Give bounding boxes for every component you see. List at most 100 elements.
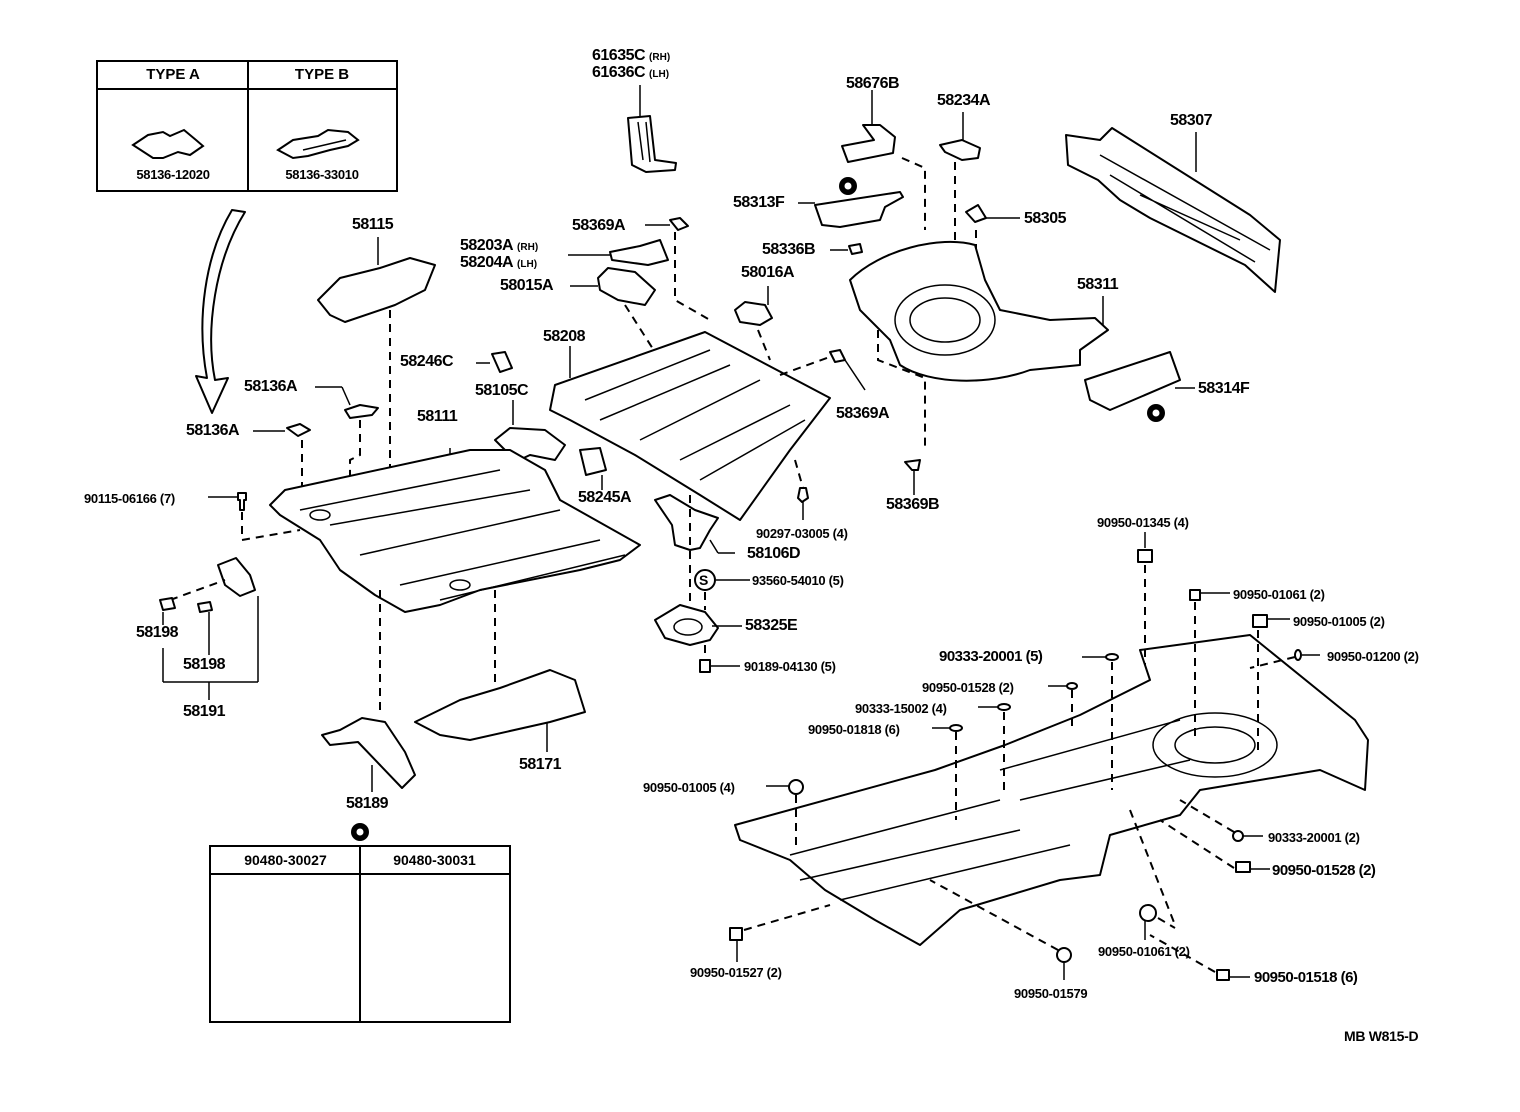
part-underbody <box>734 634 1369 946</box>
part-label-90189-04130: 90189-04130 (5) <box>744 659 836 674</box>
part-label-58115: 58115 <box>352 216 394 233</box>
table-divider <box>247 62 249 190</box>
part-label-58676b: 58676B <box>846 75 900 92</box>
part-label-58246c: 58246C <box>400 353 454 370</box>
part-58015a <box>570 267 661 361</box>
plug-2-header: 90480-30031 <box>360 847 509 875</box>
part-label-90333-15002: 90333-15002 (4) <box>855 701 947 716</box>
part-label-58311: 58311 <box>1077 276 1119 293</box>
part-label-58111: 58111 <box>417 408 458 425</box>
table-divider <box>359 847 361 1021</box>
part-90189 <box>699 659 740 673</box>
plug-table: 90480-30027 90480-30031 <box>209 845 511 1023</box>
part-58369b <box>904 459 921 495</box>
part-label-90950-01518: 90950-01518 (6) <box>1254 969 1358 986</box>
part-label-58305: 58305 <box>1024 210 1067 227</box>
part-label-58369b: 58369B <box>886 496 940 513</box>
part-label-90333-20001-2: 90333-20001 (2) <box>1268 830 1360 845</box>
part-label-58015a: 58015A <box>500 277 554 294</box>
part-label-90950-01818: 90950-01818 (6) <box>808 722 900 737</box>
part-label-58136a-2: 58136A <box>186 422 240 439</box>
part-58208 <box>549 331 836 521</box>
part-58314f <box>1084 351 1195 422</box>
part-label-58136a-1: 58136A <box>244 378 298 395</box>
part-label-90333-20001-5: 90333-20001 (5) <box>939 648 1043 665</box>
part-label-58245a: 58245A <box>578 489 632 506</box>
part-label-58208: 58208 <box>543 328 586 345</box>
part-58203a <box>568 239 669 266</box>
part-58369a-right <box>829 349 866 391</box>
part-label-90297-03005: 90297-03005 (4) <box>756 526 848 541</box>
part-label-58198-1: 58198 <box>136 624 179 641</box>
part-label-61635c: 61635C(RH) <box>592 47 671 64</box>
part-label-58198-2: 58198 <box>183 656 226 673</box>
part-58171 <box>414 590 586 752</box>
sealer-mark-icon: S <box>699 572 708 588</box>
part-label-58369a-top: 58369A <box>572 217 626 234</box>
part-label-58369a-right: 58369A <box>836 405 890 422</box>
part-label-90950-01345: 90950-01345 (4) <box>1097 515 1189 530</box>
part-58336b <box>830 243 863 255</box>
part-90115 <box>208 492 301 542</box>
part-58189 <box>321 590 416 841</box>
type-table: TYPE A TYPE B 58136-12020 58136-33010 <box>96 60 398 192</box>
drawing-code: MB W815-D <box>1344 1028 1419 1044</box>
part-label-58105c: 58105C <box>475 382 529 399</box>
part-label-58234a: 58234A <box>937 92 991 109</box>
part-58369a-top <box>645 217 711 321</box>
part-label-61636c: 61636C(LH) <box>592 64 670 81</box>
clip-type-b-icon <box>276 128 360 160</box>
part-58191 <box>159 557 259 700</box>
part-90297 <box>794 459 809 520</box>
part-label-90950-01061-bottom: 90950-01061 (2) <box>1098 944 1190 959</box>
part-93560 <box>694 569 750 610</box>
part-label-93560-54010: 93560-54010 (5) <box>752 573 844 588</box>
part-61635c <box>627 85 677 173</box>
part-label-58336b: 58336B <box>762 241 816 258</box>
part-58305 <box>965 204 1020 250</box>
part-58676b <box>839 90 926 230</box>
part-58325e <box>654 604 742 658</box>
part-label-90115-06166: 90115-06166 (7) <box>84 491 175 506</box>
underbody-fasteners <box>729 532 1320 981</box>
part-58111 <box>269 448 641 613</box>
type-b-header: TYPE B <box>248 62 396 90</box>
part-label-90950-01005-2: 90950-01005 (2) <box>1293 614 1385 629</box>
part-label-58325e: 58325E <box>745 617 798 634</box>
part-label-58307: 58307 <box>1170 112 1213 129</box>
plug-1-header: 90480-30027 <box>211 847 360 875</box>
part-58115 <box>317 237 436 480</box>
part-58313f <box>798 191 904 228</box>
part-label-58189: 58189 <box>346 795 389 812</box>
part-label-58313f: 58313F <box>733 194 785 211</box>
type-a-part-number: 58136-12020 <box>136 167 210 182</box>
type-b-cell: 58136-33010 <box>248 90 396 190</box>
part-label-90950-01061-top: 90950-01061 (2) <box>1233 587 1325 602</box>
type-b-part-number: 58136-33010 <box>285 167 359 182</box>
part-label-90950-01005-4: 90950-01005 (4) <box>643 780 735 795</box>
curved-arrow-icon <box>195 209 246 414</box>
part-label-58203a: 58203A(RH) <box>460 237 539 254</box>
type-a-cell: 58136-12020 <box>98 90 248 190</box>
part-58307 <box>1065 127 1281 293</box>
part-label-90950-01579: 90950-01579 <box>1014 986 1088 1001</box>
part-58234a <box>939 112 981 240</box>
part-label-58171: 58171 <box>519 756 562 773</box>
part-label-58106d: 58106D <box>747 545 801 562</box>
part-label-58314f: 58314F <box>1198 380 1250 397</box>
part-label-58191: 58191 <box>183 703 226 720</box>
part-label-90950-01528-bottom: 90950-01528 (2) <box>1272 862 1376 879</box>
clip-type-a-icon <box>131 128 205 159</box>
part-58016a <box>734 286 773 361</box>
part-58246c <box>476 351 513 373</box>
part-58245a <box>579 447 607 490</box>
type-a-header: TYPE A <box>98 62 248 90</box>
part-label-58016a: 58016A <box>741 264 795 281</box>
part-label-90950-01527: 90950-01527 (2) <box>690 965 782 980</box>
part-58311 <box>849 241 1109 450</box>
part-58136a-1 <box>315 386 379 500</box>
part-label-58204a: 58204A(LH) <box>460 254 538 271</box>
part-58106d <box>654 494 735 640</box>
